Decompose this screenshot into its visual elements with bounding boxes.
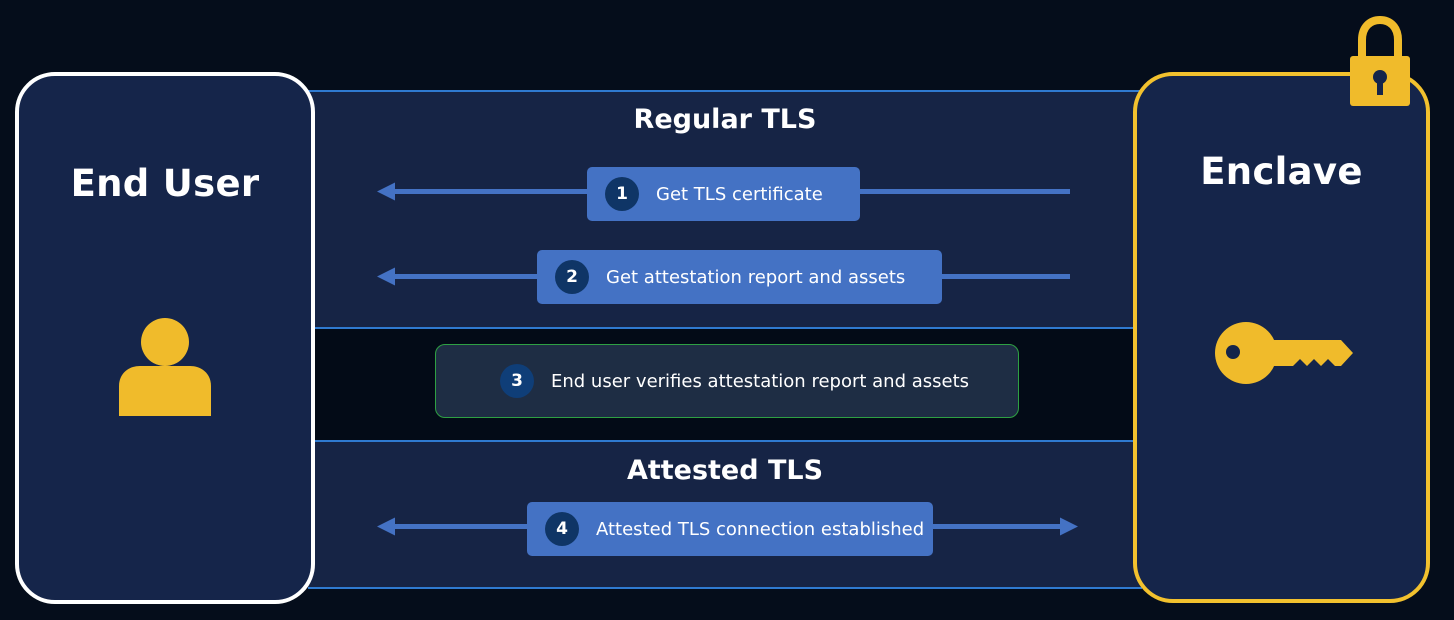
step-4-label: Attested TLS connection established <box>596 518 925 540</box>
attested-tls-title: Attested TLS <box>626 455 824 486</box>
step-2-label: Get attestation report and assets <box>606 266 906 288</box>
step-2-number: 2 <box>555 260 589 294</box>
step-2-box: 2 Get attestation report and assets <box>537 250 942 304</box>
step-3-label: End user verifies attestation report and… <box>551 370 970 392</box>
padlock-icon <box>1350 16 1410 106</box>
key-icon <box>1215 322 1353 384</box>
enclave-title: Enclave <box>1200 150 1363 193</box>
step-4-number: 4 <box>545 512 579 546</box>
step-3-number: 3 <box>500 364 534 398</box>
end-user-box: End User <box>15 72 315 604</box>
end-user-title: End User <box>70 162 260 205</box>
arrow-head-left <box>377 517 395 536</box>
divider-line <box>308 90 1142 92</box>
step-1-box: 1 Get TLS certificate <box>587 167 860 221</box>
arrow-head-left <box>377 267 395 286</box>
person-icon <box>119 318 211 416</box>
enclave-box: Enclave <box>1133 72 1430 603</box>
arrow-head-right <box>1060 517 1078 536</box>
arrow-head-left <box>377 182 395 201</box>
divider-line <box>308 587 1142 589</box>
divider-line <box>308 440 1142 442</box>
step-1-number: 1 <box>605 177 639 211</box>
step-4-box: 4 Attested TLS connection established <box>527 502 933 556</box>
divider-line <box>308 327 1142 329</box>
regular-tls-title: Regular TLS <box>633 104 817 135</box>
step-3-box: 3 End user verifies attestation report a… <box>435 344 1019 418</box>
step-1-label: Get TLS certificate <box>656 183 823 205</box>
